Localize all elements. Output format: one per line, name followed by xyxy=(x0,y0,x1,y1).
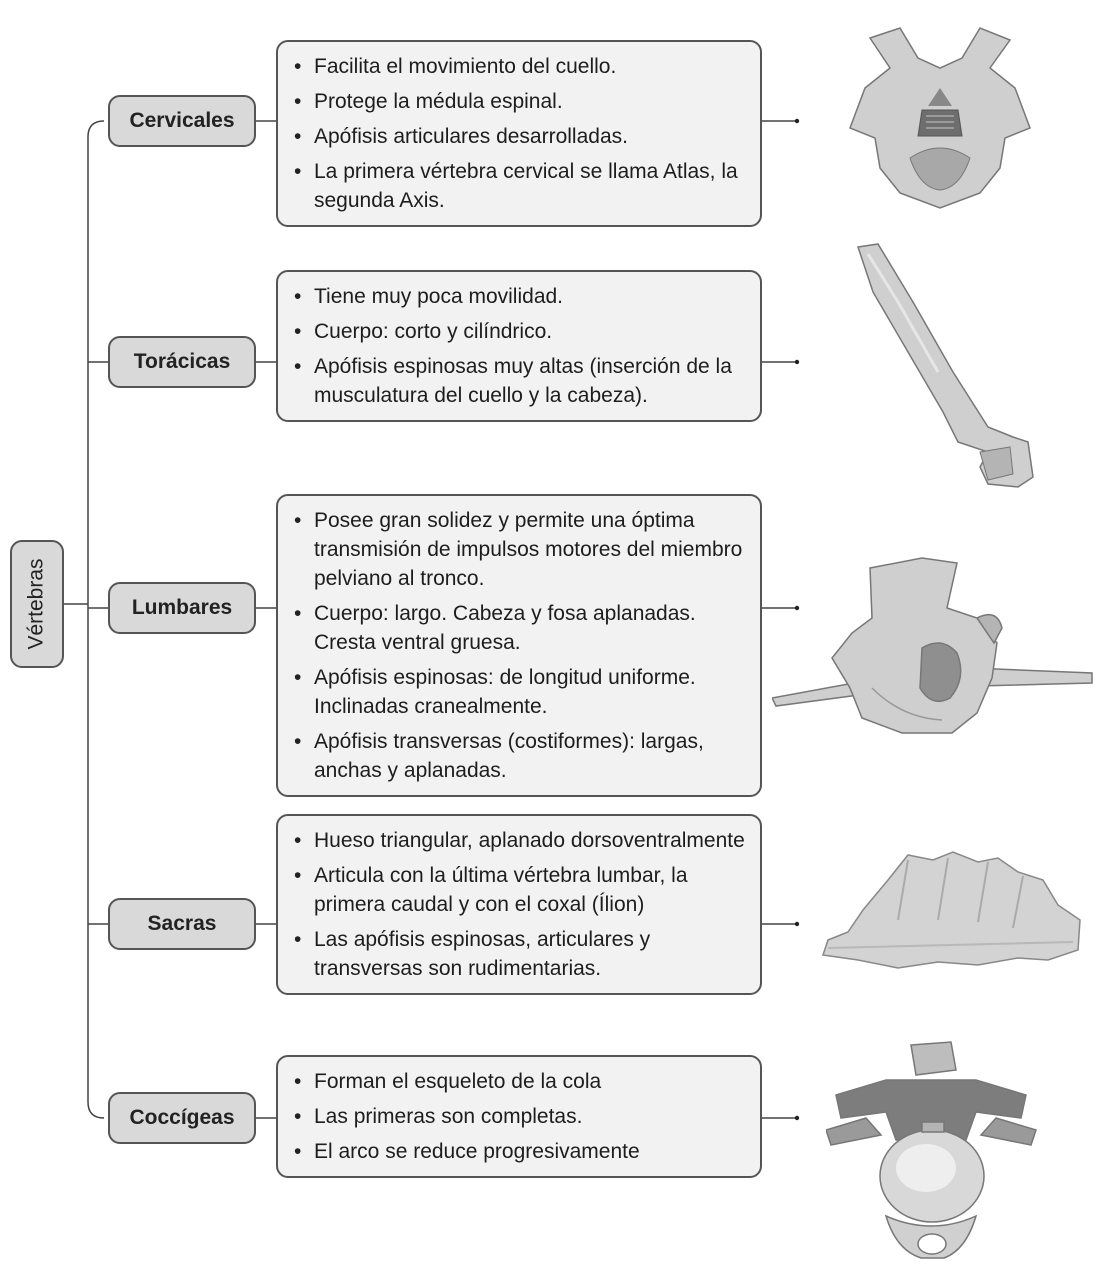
bullet-item: Facilita el movimiento del cuello. xyxy=(288,52,760,81)
category-label: Coccígeas xyxy=(129,1106,235,1129)
sacrum-illustration xyxy=(822,851,1081,969)
bullet-item: Articula con la última vértebra lumbar, … xyxy=(288,861,760,919)
category-cervicales: Cervicales xyxy=(108,95,256,147)
category-coccigeas: Coccígeas xyxy=(108,1092,256,1144)
category-sacras: Sacras xyxy=(108,898,256,950)
bullet-item: Cuerpo: largo. Cabeza y fosa aplanadas. … xyxy=(288,599,760,657)
lumbar-vertebra-illustration xyxy=(772,557,1093,734)
bullet-item: El arco se reduce progresivamente xyxy=(288,1137,760,1166)
bullet-item: Apófisis transversas (costiformes): larg… xyxy=(288,727,760,785)
bullet-item: Protege la médula espinal. xyxy=(288,87,760,116)
bullet-item: Apófisis espinosas: de longitud uniforme… xyxy=(288,663,760,721)
description-box-lumbares: Posee gran solidez y permite una óptima … xyxy=(276,494,762,797)
thoracic-vertebra-illustration xyxy=(857,243,1034,488)
root-label: Vértebras xyxy=(25,558,49,650)
description-box-toracicas: Tiene muy poca movilidad. Cuerpo: corto … xyxy=(276,270,762,422)
description-box-cervicales: Facilita el movimiento del cuello. Prote… xyxy=(276,40,762,227)
bullet-item: Cuerpo: corto y cilíndrico. xyxy=(288,317,760,346)
bullet-item: Apófisis espinosas muy altas (inserción … xyxy=(288,352,760,410)
category-toracicas: Torácicas xyxy=(108,336,256,388)
category-label: Lumbares xyxy=(131,596,233,619)
cervical-vertebra-illustration xyxy=(849,27,1031,209)
description-box-sacras: Hueso triangular, aplanado dorsoventralm… xyxy=(276,814,762,995)
description-box-coccigeas: Forman el esqueleto de la cola Las prime… xyxy=(276,1055,762,1178)
bullet-item: Apófisis articulares desarrolladas. xyxy=(288,122,760,151)
category-label: Cervicales xyxy=(129,109,235,132)
category-lumbares: Lumbares xyxy=(108,582,256,634)
bullet-item: Forman el esqueleto de la cola xyxy=(288,1067,760,1096)
coccygeal-vertebra-illustration xyxy=(826,1041,1037,1259)
root-node-vertebras: Vértebras xyxy=(10,540,64,668)
category-label: Sacras xyxy=(147,912,217,935)
category-label: Torácicas xyxy=(133,350,231,373)
bullet-item: La primera vértebra cervical se llama At… xyxy=(288,157,760,215)
bullet-item: Las primeras son completas. xyxy=(288,1102,760,1131)
bullet-item: Tiene muy poca movilidad. xyxy=(288,282,760,311)
bullet-item: Posee gran solidez y permite una óptima … xyxy=(288,506,760,593)
bullet-item: Las apófisis espinosas, articulares y tr… xyxy=(288,925,760,983)
bullet-item: Hueso triangular, aplanado dorsoventralm… xyxy=(288,826,760,855)
